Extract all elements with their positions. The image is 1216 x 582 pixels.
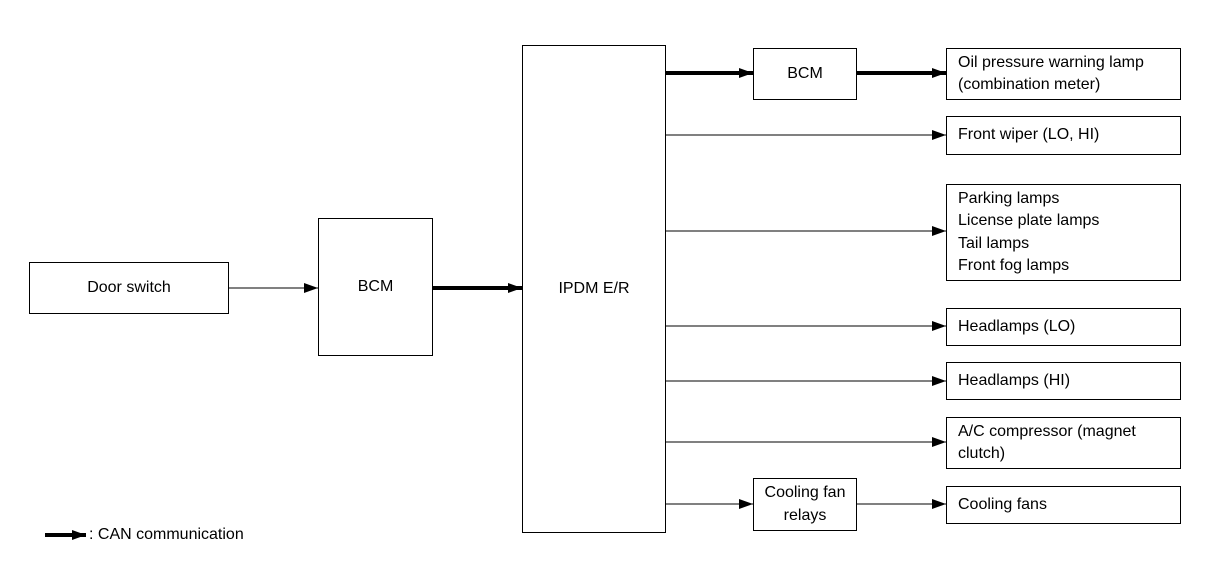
- door-switch-box: Door switch: [29, 262, 229, 314]
- bcm-input-label: BCM: [357, 277, 394, 295]
- headlamps-hi-label: Headlamps (HI): [958, 371, 1071, 389]
- headlamps-lo-box: Headlamps (LO): [946, 308, 1181, 346]
- oil-pressure-line1: Oil pressure warning lamp: [958, 53, 1144, 71]
- ac-compressor-box: A/C compressor (magnet clutch): [946, 417, 1181, 469]
- cooling-fan-relays-box: Cooling fan relays: [753, 478, 857, 531]
- lamps-line2: License plate lamps: [958, 212, 1100, 229]
- lamps-line1: Parking lamps: [958, 189, 1060, 207]
- cooling-fans-box: Cooling fans: [946, 486, 1181, 524]
- cooling-fan-relays-line2: relays: [783, 506, 827, 524]
- ac-compressor-line2: clutch): [958, 445, 1006, 462]
- cooling-fan-relays-line1: Cooling fan: [764, 484, 846, 501]
- headlamps-hi-box: Headlamps (HI): [946, 362, 1181, 400]
- lamps-box: Parking lamps License plate lamps Tail l…: [946, 184, 1181, 281]
- ipdm-label: IPDM E/R: [558, 279, 630, 297]
- headlamps-lo-label: Headlamps (LO): [958, 317, 1076, 335]
- bcm-output-box: BCM: [753, 48, 857, 100]
- ac-compressor-line1: A/C compressor (magnet: [958, 422, 1136, 440]
- legend-can-label: : CAN communication: [89, 526, 244, 543]
- cooling-fans-label: Cooling fans: [958, 495, 1047, 513]
- ipdm-box: IPDM E/R: [522, 45, 666, 533]
- front-wiper-box: Front wiper (LO, HI): [946, 116, 1181, 155]
- oil-pressure-line2: (combination meter): [958, 76, 1101, 93]
- oil-pressure-lamp-box: Oil pressure warning lamp (combination m…: [946, 48, 1181, 100]
- lamps-line3: Tail lamps: [958, 234, 1030, 252]
- lamps-line4: Front fog lamps: [958, 257, 1070, 274]
- front-wiper-label: Front wiper (LO, HI): [958, 126, 1100, 144]
- bcm-output-label: BCM: [787, 64, 823, 82]
- bcm-input-box: BCM: [318, 218, 433, 356]
- door-switch-label: Door switch: [87, 278, 171, 296]
